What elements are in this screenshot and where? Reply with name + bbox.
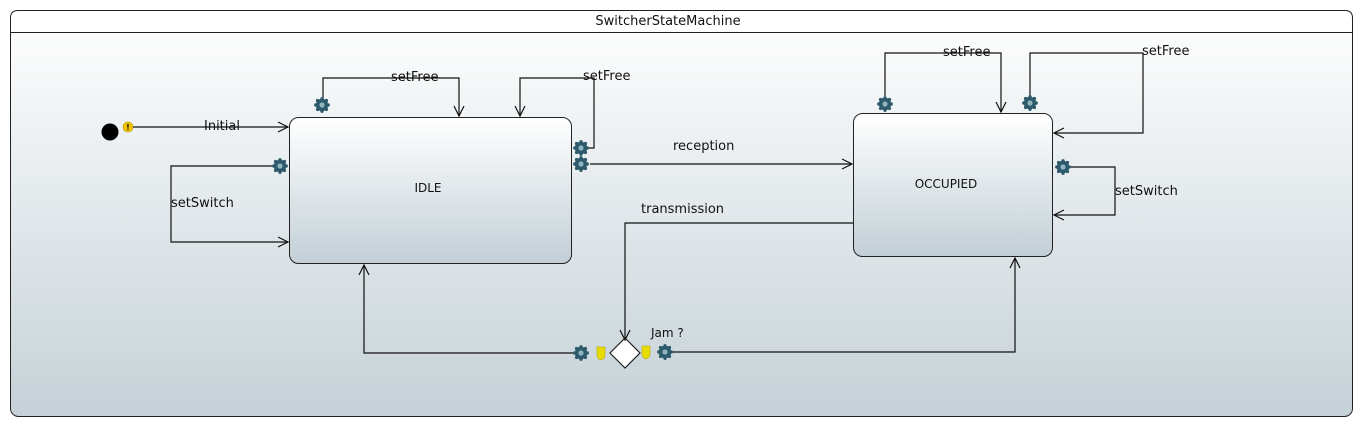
transition-occupied-setfree-left[interactable]: [884, 52, 1007, 114]
label-occupied-setfree-right: setFree: [1142, 44, 1189, 59]
transition-choice-to-occupied[interactable]: [672, 256, 1021, 353]
state-machine-title: SwitcherStateMachine: [595, 14, 740, 29]
gear-icon[interactable]: [272, 158, 288, 174]
initial-pseudostate[interactable]: [101, 123, 119, 141]
state-idle-label: IDLE: [414, 181, 441, 195]
gear-icon[interactable]: [1022, 95, 1038, 111]
transition-idle-setswitch[interactable]: [170, 165, 290, 248]
warning-icon: !: [122, 121, 134, 133]
gear-icon[interactable]: [314, 97, 330, 113]
transition-initial[interactable]: [133, 121, 290, 133]
gear-icon[interactable]: [657, 344, 673, 360]
guard-marker-icon: [641, 345, 651, 360]
transition-occupied-setswitch[interactable]: [1052, 166, 1116, 221]
transition-choice-to-idle[interactable]: [358, 263, 575, 354]
state-occupied[interactable]: OCCUPIED: [853, 113, 1053, 257]
svg-text:!: !: [126, 123, 130, 132]
gear-icon[interactable]: [573, 140, 589, 156]
gear-icon[interactable]: [573, 156, 589, 172]
label-occupied-setswitch: setSwitch: [1115, 184, 1178, 199]
state-machine-frame: SwitcherStateMachine: [10, 10, 1353, 417]
transition-occupied-setfree-right[interactable]: [1029, 52, 1144, 139]
transition-idle-setfree-top[interactable]: [322, 77, 465, 118]
label-idle-setfree-top: setFree: [391, 70, 438, 85]
gear-icon[interactable]: [1055, 159, 1071, 175]
choice-pseudostate[interactable]: [609, 337, 641, 369]
gear-icon[interactable]: [573, 345, 589, 361]
label-idle-setfree-right: setFree: [583, 69, 630, 84]
label-transmission: transmission: [641, 202, 724, 217]
gear-icon[interactable]: [877, 96, 893, 112]
label-choice-guard: Jam ?: [650, 326, 684, 340]
transition-transmission[interactable]: [619, 222, 853, 342]
label-initial: Initial: [204, 119, 240, 134]
guard-marker-icon: [596, 346, 606, 361]
state-occupied-label: OCCUPIED: [915, 177, 978, 191]
transition-reception[interactable]: [590, 158, 854, 170]
label-idle-setswitch: setSwitch: [171, 196, 234, 211]
transition-idle-setfree-right[interactable]: [514, 77, 595, 149]
state-idle[interactable]: IDLE: [289, 117, 572, 264]
label-occupied-setfree-left: setFree: [943, 45, 990, 60]
label-reception: reception: [673, 139, 734, 154]
